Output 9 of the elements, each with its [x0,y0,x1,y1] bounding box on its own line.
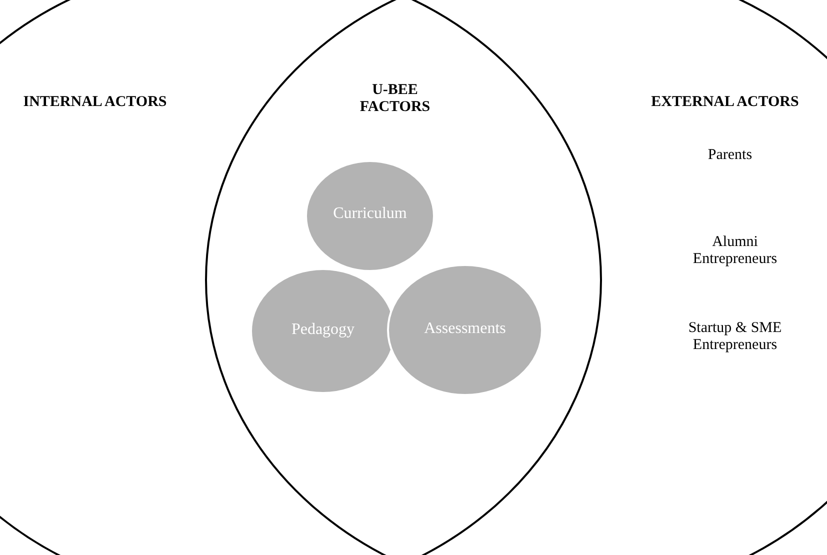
factor-label: Assessments [423,320,507,338]
actor-label: Alumni Entrepreneurs [692,234,778,268]
factor-label: Curriculum [332,205,408,223]
actor-label: Parents [706,147,754,164]
set-heading: EXTERNAL ACTORS [650,94,800,111]
overlap-heading: U-BEE FACTORS [358,82,432,116]
factor-label: Pedagogy [290,321,356,339]
actor-label: Startup & SME Entrepreneurs [687,320,783,354]
set-heading: INTERNAL ACTORS [22,94,168,111]
